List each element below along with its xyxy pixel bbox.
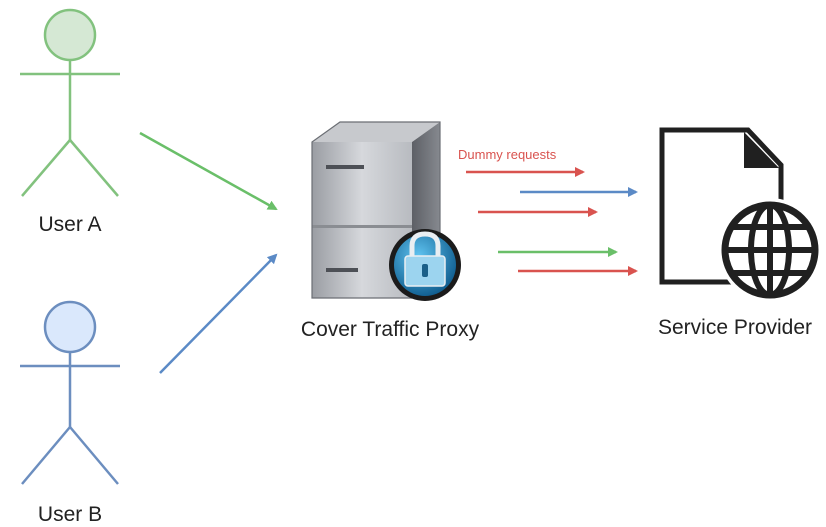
user-a-stick-figure-icon <box>20 8 120 197</box>
user-a-arrow <box>139 131 278 211</box>
service-provider-label: Service Provider <box>658 316 812 339</box>
user-b-stick-figure-icon <box>20 300 120 485</box>
padlock-icon <box>389 229 461 301</box>
dummy-requests-label: Dummy requests <box>458 147 557 162</box>
user-b-label: User B <box>38 503 102 526</box>
proxy-label: Cover Traffic Proxy <box>301 318 480 341</box>
globe-icon <box>718 198 822 302</box>
user-a-label: User A <box>38 213 101 236</box>
user-b-arrow <box>159 253 278 374</box>
